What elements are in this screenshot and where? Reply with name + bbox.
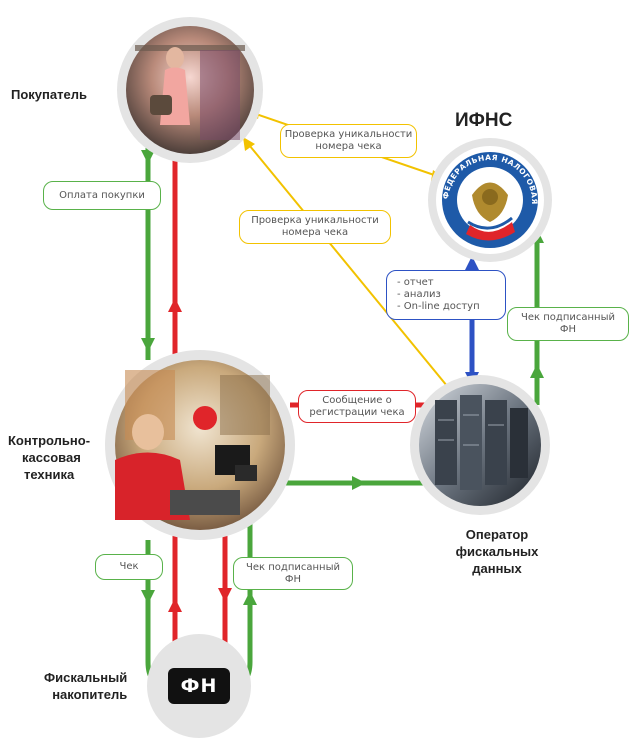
edge-label-signed-receipt-fn-line-1: Чек подписанный [246, 561, 340, 573]
arrow-head [243, 591, 257, 605]
arrow-head [218, 588, 232, 602]
edge-label-check-unique-1-line-1: Проверка уникальности [284, 129, 413, 140]
fn-label-line-1: Фискальный [44, 670, 128, 685]
arrow-head [465, 256, 479, 270]
svg-text:ФЕДЕРАЛЬНАЯ НАЛОГОВАЯ СЛУЖБА: ФЕДЕРАЛЬНАЯ НАЛОГОВАЯ СЛУЖБА [430, 140, 539, 205]
ofd-label-line-3: данных [472, 561, 522, 576]
edge-label-report-line-2: - анализ [397, 289, 441, 300]
kkt-label-line-3: техника [24, 467, 75, 482]
arrow-head [352, 476, 366, 490]
fn-label-line-2: накопитель [52, 687, 128, 702]
edge-label-signed-receipt-fn-line-2: ФН [284, 573, 302, 585]
edge-label-payment: Оплата покупки [43, 181, 161, 210]
edge-label-check-unique-2: Проверка уникальности номера чека [239, 210, 391, 244]
edge-label-signed-receipt-fn: Чек подписанный ФН [233, 557, 353, 590]
edge-label-receipt-text: Чек [119, 561, 139, 572]
edge-label-check-unique-1: Проверка уникальности номера чека [280, 124, 417, 158]
kkt-node [105, 350, 295, 540]
ofd-label-line-2: фискальных [455, 544, 539, 559]
arrow-head [141, 590, 155, 604]
edge-label-signed-receipt-ifns-line-1: Чек подписанный [521, 312, 615, 323]
kkt-label-line-2: кассовая [22, 450, 81, 465]
fn-box: ФН [168, 668, 230, 704]
edge-label-signed-receipt-ifns: Чек подписанный ФН [507, 307, 629, 341]
ifns-title: ИФНС [455, 110, 513, 131]
arrow-head [530, 364, 544, 378]
edge-label-check-unique-2-line-2: номера чека [281, 227, 349, 238]
ofd-node [410, 375, 550, 515]
edge-label-report: - отчет - анализ - On-line доступ [386, 270, 506, 320]
edge-label-registration-line-1: Сообщение о [322, 394, 392, 406]
arrow-head [168, 298, 182, 312]
edge-label-report-line-1: - отчет [397, 277, 434, 288]
edge-label-check-unique-1-line-2: номера чека [315, 141, 382, 152]
arrow-head [168, 598, 182, 612]
ofd-label: Оператор фискальных данных [445, 526, 549, 577]
edge-label-signed-receipt-ifns-line-2: ФН [559, 324, 577, 335]
arrow-head [243, 137, 255, 151]
buyer-label: Покупатель [11, 87, 87, 102]
edge-label-receipt: Чек [95, 554, 163, 580]
edge-label-registration-line-2: регистрации чека [309, 406, 405, 418]
kkt-label-line-1: Контрольно- [8, 433, 91, 448]
edge-label-report-line-3: - On-line доступ [397, 301, 480, 312]
ofd-label-line-1: Оператор [465, 527, 529, 542]
ifns-logo-ring-text: ФЕДЕРАЛЬНАЯ НАЛОГОВАЯ СЛУЖБА [430, 140, 539, 205]
edge-label-check-unique-2-line-1: Проверка уникальности [251, 215, 379, 226]
ifns-node [428, 138, 552, 262]
edge-check-unique-2-line [244, 139, 453, 393]
buyer-node [117, 17, 263, 163]
edge-label-payment-text: Оплата покупки [59, 189, 145, 201]
kkt-label: Контрольно- кассовая техника [8, 432, 90, 483]
arrow-head [141, 150, 155, 164]
edge-label-registration: Сообщение о регистрации чека [298, 390, 416, 423]
fn-label: Фискальный накопитель [44, 669, 127, 703]
arrow-head [141, 338, 155, 352]
